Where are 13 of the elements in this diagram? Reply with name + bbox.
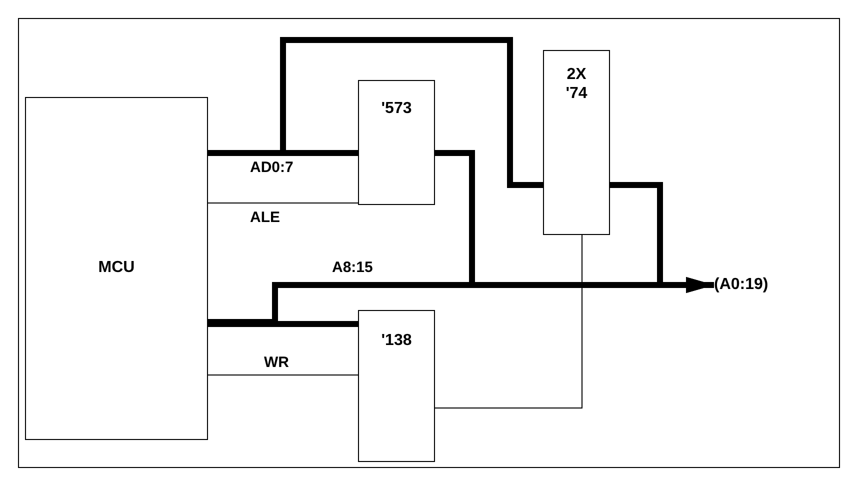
signal-line — [434, 234, 582, 408]
chip-label: 2X '74 — [566, 65, 588, 103]
chip-label: '138 — [381, 331, 412, 350]
chip-label: '573 — [381, 99, 412, 118]
chip-label: MCU — [98, 258, 135, 277]
bus-name: (A0:19) — [714, 275, 770, 294]
chip-block — [358, 310, 435, 462]
chip-block — [25, 97, 208, 440]
chip-block — [543, 50, 610, 235]
signal-line — [208, 202, 358, 204]
bus-line — [208, 321, 358, 327]
signal-line — [208, 374, 358, 376]
chip-block — [358, 80, 435, 205]
